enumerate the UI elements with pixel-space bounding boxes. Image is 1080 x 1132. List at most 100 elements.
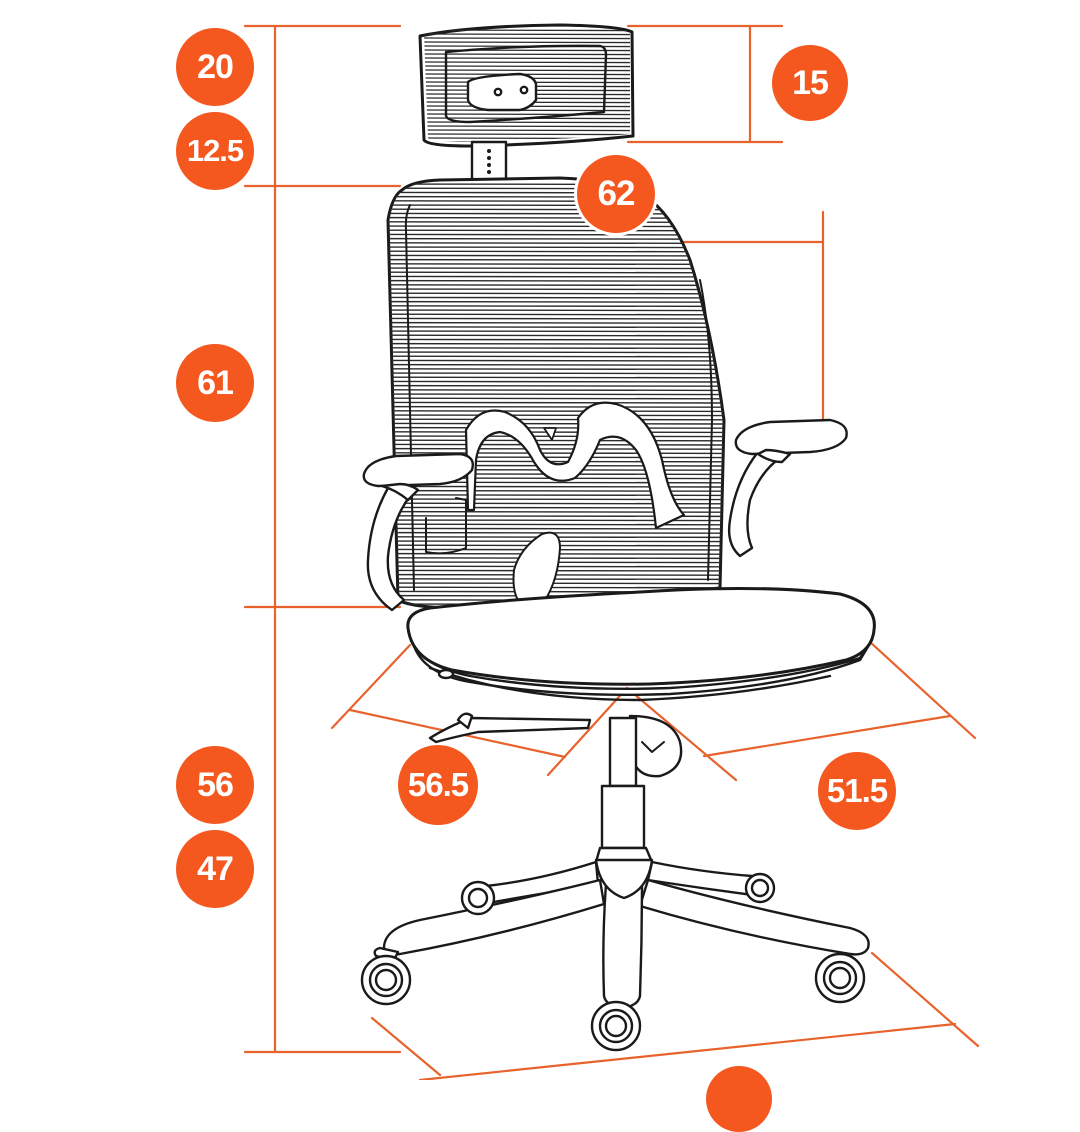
mesh-line [388, 384, 724, 387]
mesh-line [424, 41, 630, 44]
mesh-line [388, 452, 724, 455]
mesh-line [388, 233, 724, 236]
mesh-line [424, 29, 630, 32]
mesh-line [388, 338, 724, 341]
mesh-line [424, 113, 630, 116]
badge-seat-height-min-value: 47 [197, 849, 234, 888]
seat [406, 586, 876, 702]
mesh-line [388, 527, 724, 530]
mesh-line [388, 305, 724, 308]
mesh-line [388, 288, 724, 291]
seat-width-left-ext [330, 643, 412, 730]
mesh-line [388, 212, 724, 215]
mesh-line [388, 250, 724, 253]
mesh-line [424, 57, 630, 60]
casters [360, 872, 866, 1052]
left-armrest [362, 452, 474, 612]
mesh-line [388, 317, 724, 320]
mesh-line [388, 418, 724, 421]
mesh-line [388, 443, 724, 446]
badge-seat-depth-value: 51.5 [826, 772, 888, 809]
mesh-line [388, 258, 724, 261]
mesh-line [388, 183, 724, 186]
mesh-line [388, 582, 724, 585]
badge-seat-height-min: 47 [176, 830, 254, 908]
mesh-line [388, 187, 724, 190]
caster-right [814, 952, 866, 1004]
badge-backrest-width: 62 [574, 152, 658, 236]
badge-seat-depth: 51.5 [818, 752, 896, 830]
chair-drawing [360, 23, 876, 1052]
mesh-line [388, 309, 724, 312]
mesh-line [424, 121, 630, 124]
badge-seat-height-max: 56 [176, 746, 254, 824]
mesh-line [388, 254, 724, 257]
mesh-line [424, 53, 630, 56]
mesh-line [388, 410, 724, 413]
mesh-line [388, 330, 724, 333]
mesh-line [388, 355, 724, 358]
mesh-line [388, 237, 724, 240]
badge-headrest-adjust-value: 12.5 [186, 133, 244, 168]
mesh-line [388, 372, 724, 375]
caster-front [590, 1000, 642, 1052]
mesh-line [388, 284, 724, 287]
mesh-line [388, 275, 724, 278]
mesh-line [388, 242, 724, 245]
badge-headrest-adjust: 12.5 [176, 112, 254, 190]
mesh-line [388, 363, 724, 366]
mesh-line [424, 69, 630, 72]
mesh-line [388, 342, 724, 345]
mesh-line [424, 129, 630, 132]
mesh-line [388, 195, 724, 198]
mesh-line [388, 208, 724, 211]
mesh-line [388, 279, 724, 282]
office-chair-illustration [243, 23, 980, 1080]
mesh-line [388, 292, 724, 295]
mesh-line [388, 216, 724, 219]
mesh-line [424, 109, 630, 112]
mesh-line [388, 498, 724, 501]
mesh-line [388, 359, 724, 362]
badge-headrest-top-value: 20 [197, 47, 234, 86]
mesh-line [388, 296, 724, 299]
mesh-line [388, 271, 724, 274]
caster-left [360, 946, 412, 1006]
mesh-line [388, 489, 724, 492]
mesh-line [388, 485, 724, 488]
mesh-line [424, 73, 630, 76]
badge-seat-height-max-value: 56 [197, 765, 234, 804]
headrest [418, 23, 635, 148]
mesh-line [388, 347, 724, 350]
mesh-line [388, 321, 724, 324]
badge-backrest-height: 61 [176, 344, 254, 422]
base-width-line [418, 1022, 957, 1080]
mesh-line [388, 502, 724, 505]
mesh-line [388, 523, 724, 526]
mesh-line [388, 435, 724, 438]
seat-width-right-ext [546, 686, 629, 777]
mesh-line [388, 334, 724, 337]
mesh-line [388, 414, 724, 417]
mesh-line [388, 439, 724, 442]
mesh-line [388, 300, 724, 303]
base-right-ext [870, 951, 980, 1048]
mesh-line [388, 221, 724, 224]
mesh-line [388, 389, 724, 392]
tilt-lever [428, 712, 683, 778]
mesh-line [388, 204, 724, 207]
base-left-ext [370, 1016, 442, 1077]
badge-backrest-height-value: 61 [197, 363, 234, 402]
mesh-line [388, 263, 724, 266]
mesh-line [388, 326, 724, 329]
gas-cylinder [594, 716, 654, 864]
badge-headrest-height-value: 15 [792, 63, 829, 102]
mesh-line [424, 61, 630, 64]
mesh-line [388, 586, 724, 589]
mesh-line [388, 397, 724, 400]
mesh-line [388, 376, 724, 379]
mesh-line [388, 422, 724, 425]
mesh-line [388, 519, 724, 522]
chair-dimension-diagram: 20 12.5 15 62 61 56.5 51.5 56 47 [176, 23, 980, 1132]
badge-seat-width: 56.5 [398, 745, 478, 825]
